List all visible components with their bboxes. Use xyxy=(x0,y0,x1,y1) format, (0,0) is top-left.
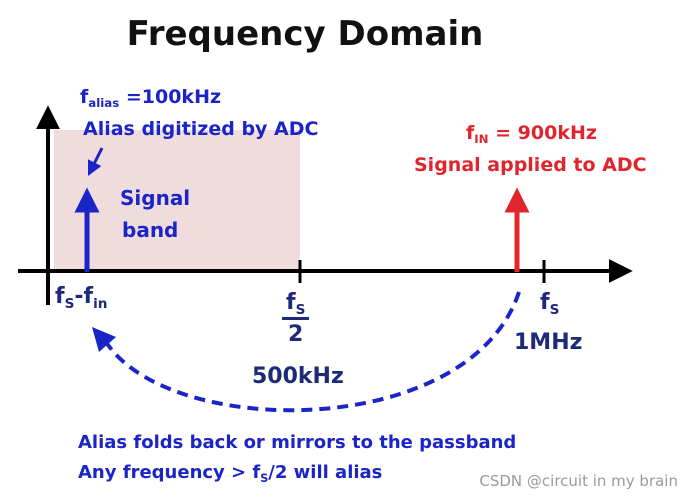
footer-line-1: Alias folds back or mirrors to the passb… xyxy=(78,432,517,453)
tick-fin-subscript: in xyxy=(93,295,108,312)
fold-back-arrowhead xyxy=(92,327,116,352)
fold-back-arc xyxy=(104,291,521,413)
tick-label-fs-minus-fin: fS-fin xyxy=(55,284,108,312)
footer-line-2-post: /2 will alias xyxy=(268,462,383,483)
half-fs-denominator: 2 xyxy=(288,322,304,347)
signal-band-label-line2: band xyxy=(122,218,179,242)
tick-label-fs: fS xyxy=(540,290,560,318)
half-fs-numerator: fS xyxy=(282,290,310,320)
tick-fs-sub: S xyxy=(549,301,560,318)
alias-value: =100kHz xyxy=(119,86,222,108)
input-value: = 900kHz xyxy=(488,122,597,144)
tick-value-1mhz: 1MHz xyxy=(514,330,583,355)
footer-line-2-sub: S xyxy=(260,471,269,485)
tick-fs-subscript: S xyxy=(64,295,75,312)
alias-f-symbol: f xyxy=(80,86,89,108)
signal-band-label-line1: Signal xyxy=(120,186,191,210)
tick-label-half-fs: fS 2 xyxy=(282,290,310,347)
page-title: Frequency Domain xyxy=(126,14,484,54)
input-frequency-label: fIN = 900kHz xyxy=(466,122,597,147)
alias-frequency-label: falias =100kHz xyxy=(80,86,222,111)
half-fs-subscript: S xyxy=(295,301,306,318)
tick-fin-symbol: -f xyxy=(74,284,94,309)
footer-line-2-pre: Any frequency > f xyxy=(78,462,261,483)
watermark-text: CSDN @circuit in my brain xyxy=(479,472,678,490)
alias-subscript: alias xyxy=(88,96,120,111)
input-description: Signal applied to ADC xyxy=(414,154,647,176)
tick-value-500khz: 500kHz xyxy=(252,364,344,389)
alias-description: Alias digitized by ADC xyxy=(83,118,319,140)
tick-fs-f-symbol: f xyxy=(540,290,550,315)
input-subscript: IN xyxy=(474,132,489,147)
input-f-symbol: f xyxy=(466,122,475,144)
alias-pointer-arrow xyxy=(87,147,104,177)
tick-fs-symbol: f xyxy=(55,284,65,309)
footer-line-2: Any frequency > fS/2 will alias xyxy=(78,462,383,485)
half-fs-f-symbol: f xyxy=(286,290,296,315)
